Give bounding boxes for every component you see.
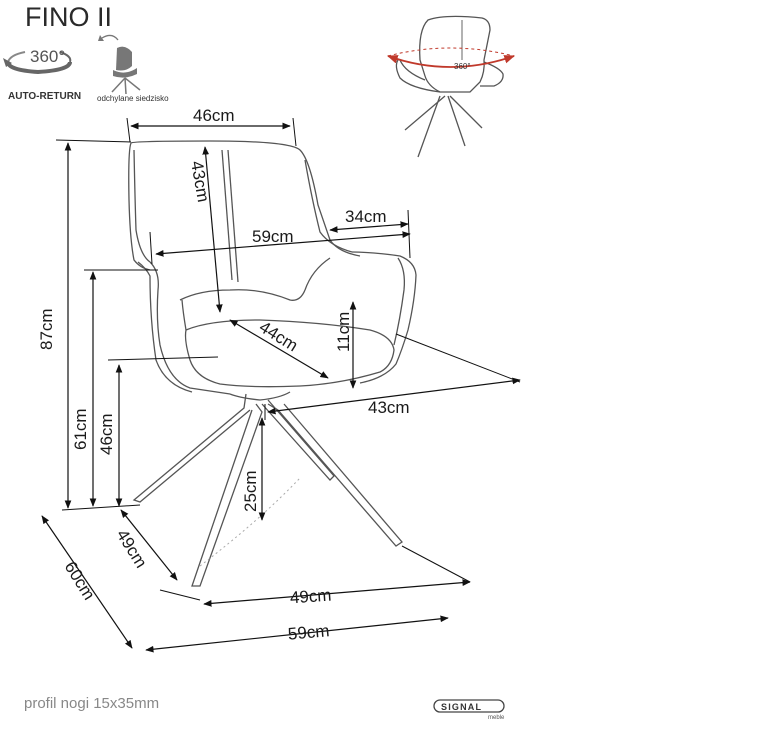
- dim-arm-floor-height: 61cm: [71, 408, 90, 450]
- dim-base-width: 49cm: [289, 586, 332, 608]
- dim-base-depth: 49cm: [113, 526, 151, 571]
- dim-back-width: 46cm: [193, 106, 235, 125]
- preview-rotation-label: 360°: [454, 62, 471, 71]
- product-title: FINO II: [25, 2, 112, 32]
- dim-seat-width: 43cm: [368, 398, 410, 417]
- rotation-label: 360°: [30, 47, 65, 66]
- dim-arm-height: 11cm: [334, 312, 353, 352]
- dim-total-depth: 60cm: [61, 558, 99, 603]
- tilt-seat-label: odchylane siedzisko: [97, 94, 169, 103]
- brand-name: SIGNAL: [441, 702, 482, 712]
- dim-total-width-top: 59cm: [252, 227, 294, 246]
- dim-leg-clearance: 25cm: [241, 470, 260, 512]
- auto-return-label: AUTO-RETURN: [8, 91, 81, 102]
- signal-logo: SIGNAL meble: [433, 699, 505, 721]
- dim-seat-height: 46cm: [97, 413, 116, 455]
- rotation-360-icon: [3, 51, 72, 75]
- tilt-seat-icon: [98, 34, 141, 95]
- leg-profile-text: profil nogi 15x35mm: [24, 695, 159, 712]
- dim-seat-depth: 44cm: [256, 317, 301, 355]
- dim-back-height: 43cm: [187, 159, 213, 203]
- dim-total-width-bottom: 59cm: [287, 621, 330, 644]
- preview-chair-image: [386, 15, 516, 158]
- dim-arm-width: 34cm: [345, 207, 387, 226]
- brand-sub: meble: [488, 715, 505, 721]
- dim-total-height: 87cm: [37, 308, 56, 350]
